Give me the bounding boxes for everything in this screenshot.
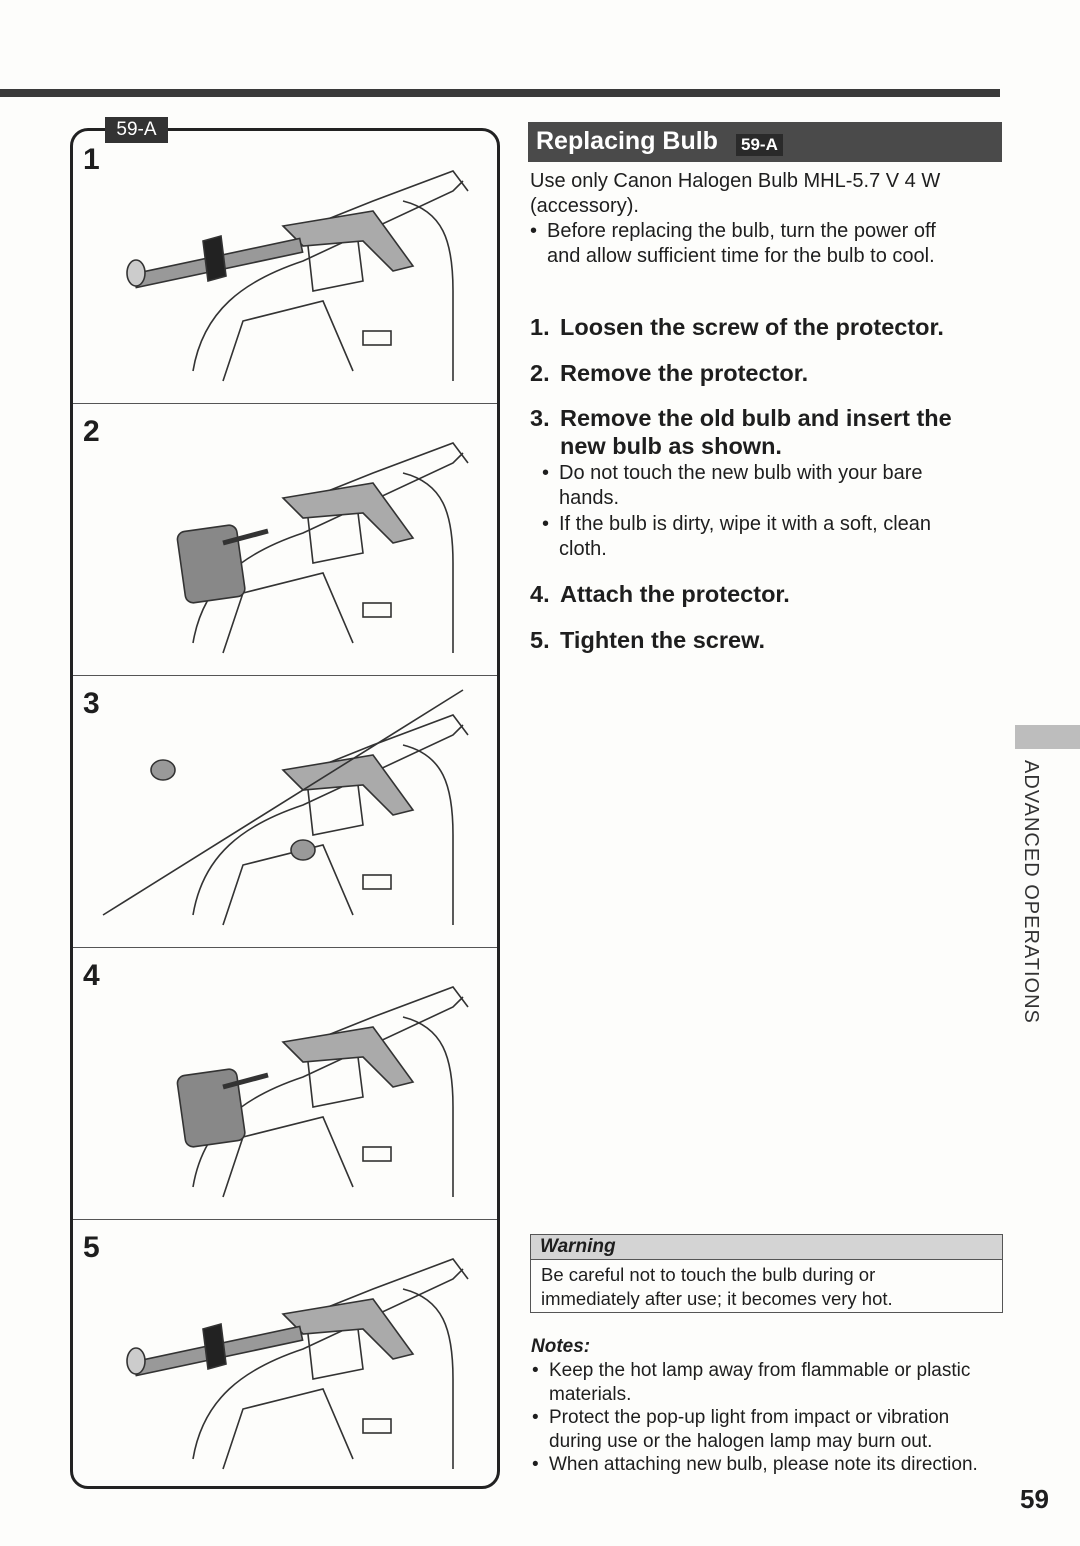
figure-tag: 59-A bbox=[105, 117, 168, 143]
note-item: Keep the hot lamp away from flammable or… bbox=[532, 1359, 989, 1407]
warning-title: Warning bbox=[531, 1235, 1002, 1260]
section-header: Replacing Bulb 59-A bbox=[528, 122, 1002, 162]
panel-step-number: 3 bbox=[83, 687, 100, 720]
note-line: materials. bbox=[549, 1384, 632, 1405]
page-number: 59 bbox=[1020, 1484, 1049, 1514]
step-number: 1. bbox=[530, 314, 550, 340]
intro-text: Use only Canon Halogen Bulb MHL-5.7 V 4 … bbox=[530, 169, 990, 219]
illustration-panel-5: 5 bbox=[73, 1219, 497, 1491]
warning-line: immediately after use; it becomes very h… bbox=[541, 1288, 893, 1309]
note-item: When attaching new bulb, please note its… bbox=[532, 1453, 989, 1477]
illustration-panel-1: 1 bbox=[73, 131, 497, 404]
camera-light-illustration bbox=[176, 986, 469, 1198]
top-rule bbox=[0, 89, 1000, 97]
bullet-line: and allow sufficient time for the bulb t… bbox=[547, 245, 935, 267]
bullet-line: Before replacing the bulb, turn the powe… bbox=[547, 220, 936, 242]
step-text: Attach the protector. bbox=[560, 581, 790, 607]
side-tab-marker bbox=[1015, 725, 1080, 749]
illustration-panel-3: 3 bbox=[73, 675, 497, 948]
step-text: Loosen the screw of the protector. bbox=[560, 314, 944, 340]
note-line: Keep the hot lamp away from flammable or… bbox=[549, 1360, 971, 1381]
bullet-line: If the bulb is dirty, wipe it with a sof… bbox=[559, 513, 932, 535]
step-text: Remove the protector. bbox=[560, 360, 809, 386]
note-line: Protect the pop-up light from impact or … bbox=[549, 1407, 950, 1428]
step-text: Tighten the screw. bbox=[560, 627, 766, 653]
warning-box: Warning Be careful not to touch the bulb… bbox=[530, 1234, 1003, 1313]
note-line: during use or the halogen lamp may burn … bbox=[549, 1431, 933, 1452]
step-number: 2. bbox=[530, 360, 550, 386]
side-tab-label: ADVANCED OPERATIONS bbox=[1020, 760, 1042, 1024]
section-title: Replacing Bulb bbox=[536, 127, 718, 155]
camera-light-illustration bbox=[176, 442, 469, 654]
panel-step-number: 5 bbox=[83, 1231, 100, 1264]
note-item: Protect the pop-up light from impact or … bbox=[532, 1406, 989, 1454]
bullet-line: Do not touch the new bulb with your bare bbox=[559, 462, 923, 484]
panel-step-number: 1 bbox=[83, 143, 100, 176]
note-line: When attaching new bulb, please note its… bbox=[549, 1454, 978, 1475]
panel-step-number: 2 bbox=[83, 415, 100, 448]
camera-light-illustration bbox=[102, 689, 469, 926]
bullet-line: hands. bbox=[559, 487, 620, 509]
step-text: Remove the old bulb and insert the new b… bbox=[560, 405, 952, 459]
illustration-panel-2: 2 bbox=[73, 403, 497, 676]
step-number: 4. bbox=[530, 581, 550, 607]
step-number: 5. bbox=[530, 627, 550, 653]
bullet-line: cloth. bbox=[559, 538, 607, 560]
illustration-panel-4: 4 bbox=[73, 947, 497, 1220]
section-code: 59-A bbox=[736, 134, 783, 156]
notes-title: Notes: bbox=[531, 1336, 591, 1357]
intro-bullet: Before replacing the bulb, turn the powe… bbox=[530, 219, 987, 269]
camera-light-illustration bbox=[126, 1258, 469, 1470]
warning-line: Be careful not to touch the bulb during … bbox=[541, 1264, 876, 1285]
step3-bullet: Do not touch the new bulb with your bare… bbox=[542, 461, 999, 511]
illustration-frame: 1 2 3 4 5 bbox=[70, 128, 500, 1489]
step-number: 3. bbox=[530, 405, 550, 431]
intro-line: Use only Canon Halogen Bulb MHL-5.7 V 4 … bbox=[530, 170, 941, 192]
panel-step-number: 4 bbox=[83, 959, 100, 992]
intro-line: (accessory). bbox=[530, 195, 639, 217]
step3-bullet: If the bulb is dirty, wipe it with a sof… bbox=[542, 512, 999, 562]
camera-light-illustration bbox=[126, 170, 469, 382]
